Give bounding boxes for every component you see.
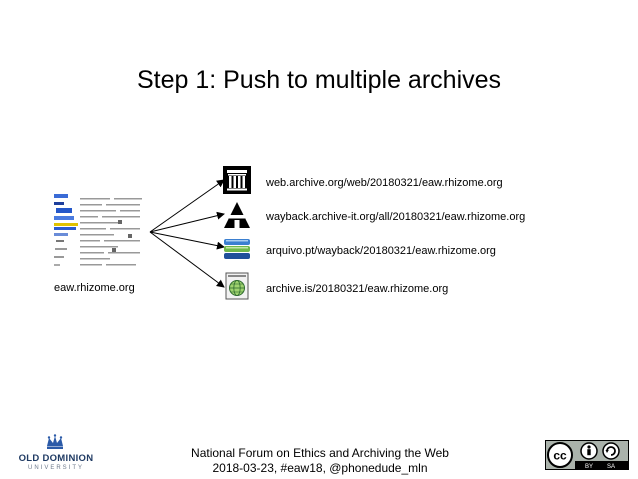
cc-by-text: BY <box>585 464 593 470</box>
cc-by-sa-license-icon[interactable]: cc BY SA <box>545 440 629 470</box>
cc-text: cc <box>553 449 567 463</box>
archive-is-url[interactable]: archive.is/20180321/eaw.rhizome.org <box>266 283 449 295</box>
footer-line-date: 2018-03-23, #eaw18, @phonedude_mln <box>212 461 428 475</box>
slide-title: Step 1: Push to multiple archives <box>136 66 502 94</box>
website-thumbnail <box>52 190 148 278</box>
source-site-label: eaw.rhizome.org <box>54 282 135 294</box>
arquivo-pt-url[interactable]: arquivo.pt/wayback/20180321/eaw.rhizome.… <box>266 245 496 257</box>
internet-archive-icon <box>223 166 251 194</box>
odu-logo-name: OLD DOMINION <box>18 453 94 464</box>
slide-footer: National Forum on Ethics and Archiving t… <box>170 446 470 476</box>
footer-line-event: National Forum on Ethics and Archiving t… <box>191 446 449 460</box>
arrow-to-internet-archive <box>149 179 225 233</box>
cc-sa-text: SA <box>607 464 615 470</box>
odu-logo-subtitle: UNIVERSITY <box>27 465 84 471</box>
archive-it-url[interactable]: wayback.archive-it.org/all/20180321/eaw.… <box>266 211 526 223</box>
arrow-to-archive-is <box>149 231 225 288</box>
archive-is-icon <box>225 272 249 300</box>
arquivo-pt-icon <box>224 239 250 259</box>
internet-archive-url[interactable]: web.archive.org/web/20180321/eaw.rhizome… <box>266 177 503 189</box>
archive-it-icon <box>224 202 250 228</box>
arrow-to-arquivo-pt <box>149 231 225 250</box>
arrow-to-archive-it <box>149 211 225 233</box>
odu-crown-icon <box>47 434 63 449</box>
